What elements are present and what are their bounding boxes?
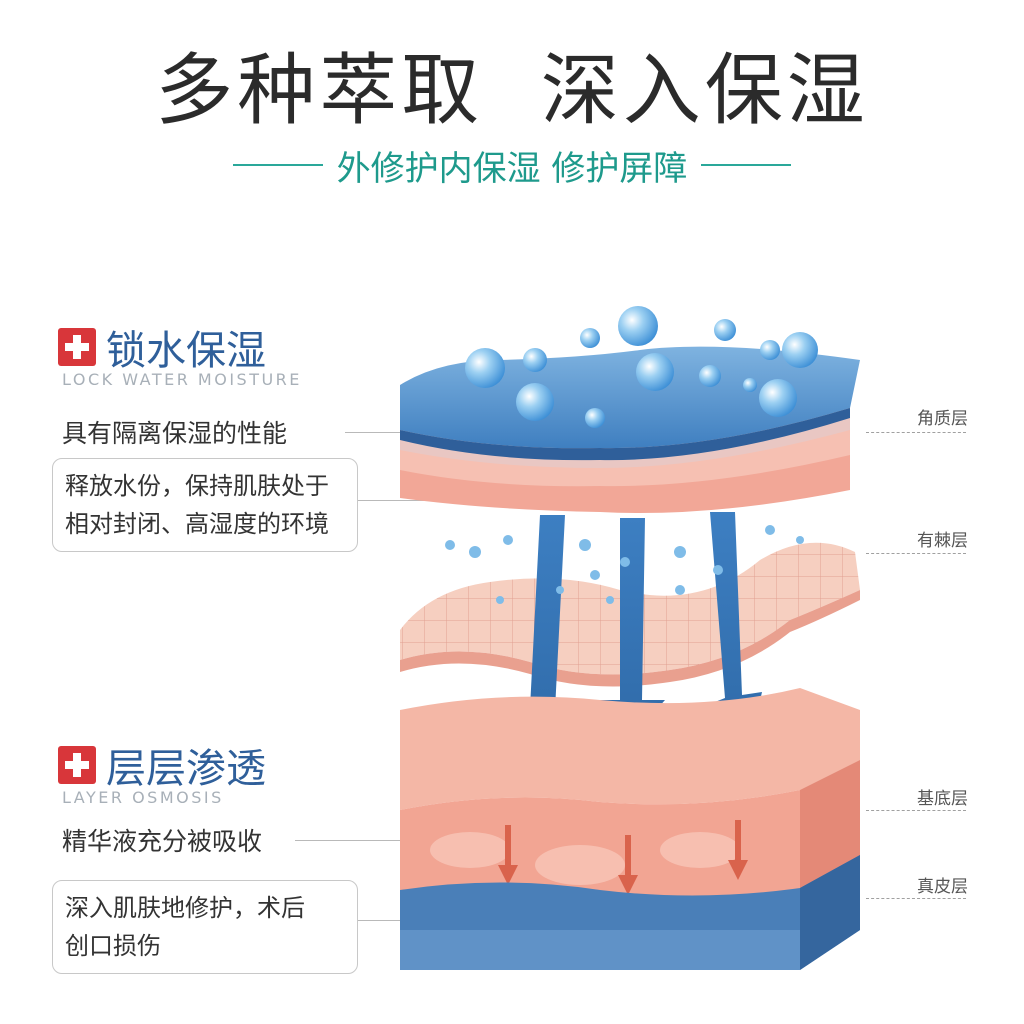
layer-label-spinosum: 有棘层 xyxy=(917,531,968,551)
leader-line-3 xyxy=(295,840,430,841)
skin-layer-illustration xyxy=(400,306,860,970)
note-isolation: 具有隔离保湿的性能 xyxy=(62,419,288,448)
subtitle-row: 外修护内保湿 修护屏障 xyxy=(0,140,1024,190)
section-title-layer-osmosis: 层层渗透 xyxy=(106,746,266,792)
section-en-lock-water: LOCK WATER MOISTURE xyxy=(62,370,302,389)
layer-dash xyxy=(866,898,966,899)
medical-cross-icon xyxy=(58,328,96,366)
leader-line-2 xyxy=(358,500,438,501)
moisture-bubbles xyxy=(465,306,818,428)
box-note-line: 相对封闭、高湿度的环境 xyxy=(65,510,329,538)
note-absorb: 精华液充分被吸收 xyxy=(62,827,263,856)
layer-label-dermis: 真皮层 xyxy=(917,877,968,897)
box-note-line: 深入肌肤地修护，术后 xyxy=(65,894,305,922)
stratum-corneum-layer xyxy=(400,346,860,514)
layer-label-basal: 基底层 xyxy=(917,789,968,809)
box-note-repair: 深入肌肤地修护，术后 创口损伤 xyxy=(52,880,358,974)
section-title-lock-water: 锁水保湿 xyxy=(106,328,266,374)
subtitle-line-left xyxy=(232,164,323,166)
penetration-arrows xyxy=(510,512,762,750)
small-droplets xyxy=(445,525,804,604)
layer-dash xyxy=(866,432,966,433)
layer-dash xyxy=(866,810,966,811)
leader-line-4 xyxy=(358,920,438,921)
subtitle-line-right xyxy=(701,164,792,166)
box-note-release-water: 释放水份，保持肌肤处于 相对封闭、高湿度的环境 xyxy=(52,458,358,552)
section-layer-osmosis-head: 层层渗透 xyxy=(58,736,266,794)
section-lock-water-head: 锁水保湿 xyxy=(58,318,266,376)
page-title: 多种萃取 深入保湿 xyxy=(155,46,869,136)
section-en-layer-osmosis: LAYER OSMOSIS xyxy=(62,788,224,807)
layer-dash xyxy=(866,553,966,554)
layer-label-stratum-corneum: 角质层 xyxy=(917,409,968,429)
box-note-line: 创口损伤 xyxy=(65,932,161,960)
medical-cross-icon xyxy=(58,746,96,784)
box-note-line: 释放水份，保持肌肤处于 xyxy=(65,472,329,500)
page-subtitle: 外修护内保湿 修护屏障 xyxy=(336,148,688,189)
dermis-layer xyxy=(400,855,860,970)
